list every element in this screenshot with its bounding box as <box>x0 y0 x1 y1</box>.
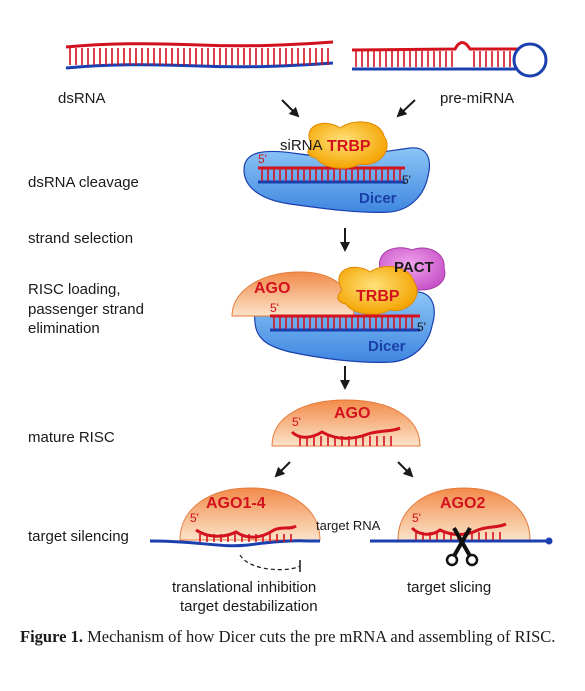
pre-mirna-hairpin <box>351 41 548 78</box>
five-prime-mark: 5' <box>270 301 279 315</box>
dsrna-duplex <box>65 40 334 70</box>
arrow-to-ago2 <box>397 461 414 478</box>
target-slicing-label: target slicing <box>407 579 491 596</box>
five-prime-mark: 5' <box>258 152 267 166</box>
dicer-protein-1 <box>243 147 431 213</box>
ago1-4-label: AGO1-4 <box>206 495 266 512</box>
dsrna-cleavage-label: dsRNA cleavage <box>28 174 139 191</box>
arrow-dsrna-to-dicer <box>281 99 300 118</box>
dsrna-label: dsRNA <box>58 90 106 107</box>
figure-caption-text: Mechanism of how Dicer cuts the pre mRNA… <box>87 627 556 646</box>
dicer-risc-diagram: dsRNA pre-miRNA siRNA TRBP Dicer 5' 5' d… <box>28 40 553 615</box>
target-silencing-label: target silencing <box>28 528 129 545</box>
ago-protein-1 <box>231 271 355 317</box>
five-prime-mark: 5' <box>402 173 411 187</box>
ago2-label: AGO2 <box>440 495 485 512</box>
arrow-mirna-to-dicer <box>396 99 416 118</box>
ago-label-1: AGO <box>254 280 290 297</box>
trbp-label-2: TRBP <box>356 288 400 305</box>
dicer-label-1: Dicer <box>359 190 397 207</box>
inhibition-arc <box>239 554 301 571</box>
five-prime-mark: 5' <box>417 320 426 334</box>
dicer-label-2: Dicer <box>368 338 406 355</box>
target-destabilization-label: target destabilization <box>180 598 318 615</box>
pre-mirna-label: pre-miRNA <box>440 90 514 107</box>
ago2-complex <box>370 487 553 567</box>
mature-risc-complex <box>271 399 421 447</box>
sirna-label: siRNA <box>280 137 323 154</box>
ago-protein-2 <box>271 399 421 447</box>
figure-caption: Figure 1. Mechanism of how Dicer cuts th… <box>20 626 560 647</box>
figure-label: Figure 1. <box>20 627 83 646</box>
elimination-label: elimination <box>28 320 100 337</box>
trbp-label-1: TRBP <box>327 138 371 155</box>
mature-risc-label: mature RISC <box>28 429 115 446</box>
strand-selection-label: strand selection <box>28 230 133 247</box>
ago1-4-complex <box>149 487 321 572</box>
ago-label-2: AGO <box>334 405 370 422</box>
passenger-strand-label: passenger strand <box>28 301 144 318</box>
risc-loading-label: RISC loading, <box>28 281 121 298</box>
trbp-protein-1 <box>307 121 388 169</box>
translational-inhibition-label: translational inhibition <box>172 579 316 596</box>
arrow-to-ago1-4 <box>274 461 291 478</box>
dicer-complex-1 <box>243 121 431 213</box>
scissors-icon <box>445 527 479 567</box>
five-prime-mark: 5' <box>292 415 301 429</box>
target-rna-label: target RNA <box>316 518 381 533</box>
five-prime-mark: 5' <box>190 511 199 525</box>
pact-label: PACT <box>394 259 434 276</box>
five-prime-mark: 5' <box>412 511 421 525</box>
risc-loading-complex <box>231 247 446 363</box>
trbp-protein-2 <box>337 266 418 315</box>
